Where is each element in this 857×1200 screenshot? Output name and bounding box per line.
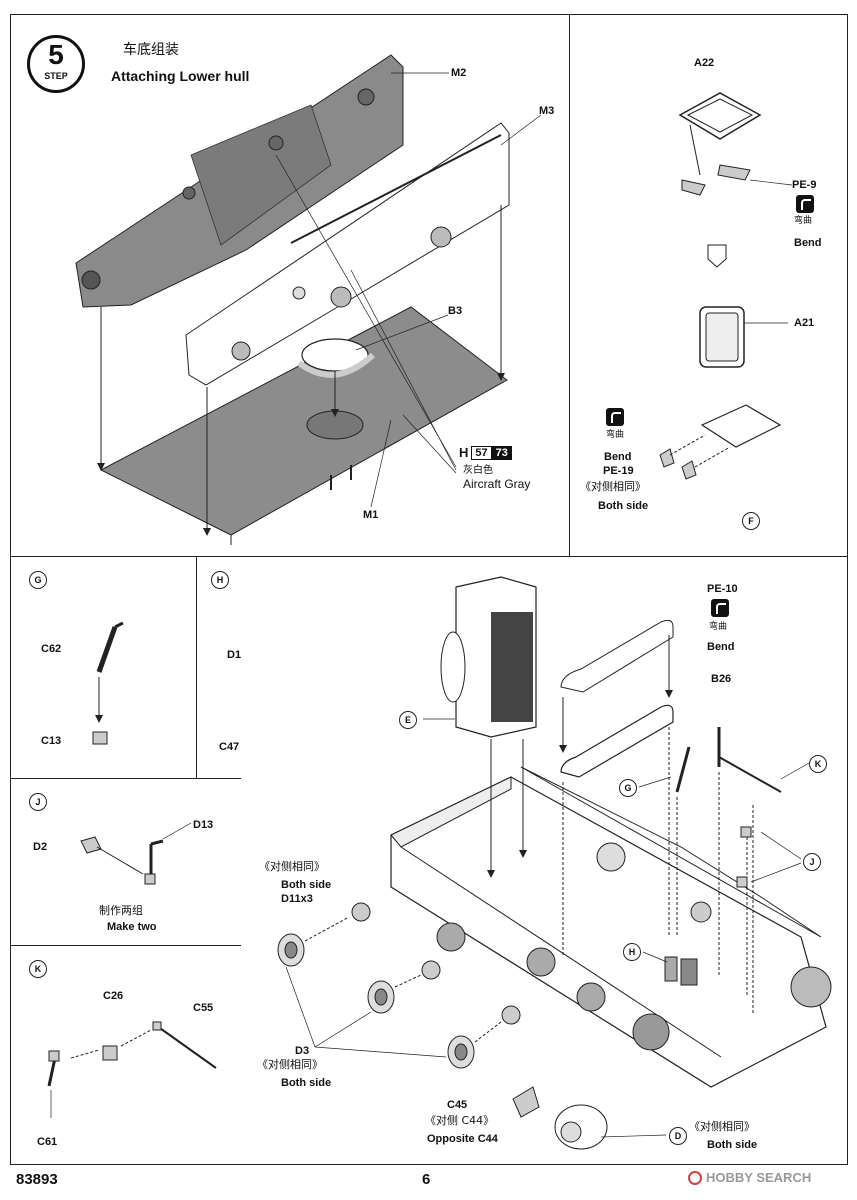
part-d2: D2 (33, 841, 48, 853)
both-side-cn-1: 《对侧相同》 (259, 860, 325, 873)
bend-icon (796, 195, 814, 213)
part-pe10: PE-10 (707, 583, 738, 595)
pe10-bend-cn: 弯曲 (709, 622, 728, 632)
marker-f: F (742, 512, 760, 530)
pe9-bend-en: Bend (794, 237, 822, 249)
part-c26: C26 (103, 990, 124, 1002)
assembly-drawing (277, 576, 832, 1150)
step-label: STEP (44, 71, 68, 81)
bend-cn: 弯曲 (606, 430, 625, 440)
color-name-cn: 灰白色 (463, 465, 493, 476)
part-c62: C62 (41, 643, 62, 655)
bend-en: Bend (604, 451, 632, 463)
color-code: H 57 73 (459, 445, 512, 460)
panel-k: K C26 C55 C61 (10, 945, 242, 1165)
page-number: 6 (422, 1171, 431, 1188)
both-side-cn: 《对侧相同》 (580, 480, 646, 493)
panel-g: G C62 C13 (10, 556, 197, 779)
color-code-1: 57 (471, 445, 492, 460)
step-title-en: Attaching Lower hull (111, 68, 250, 84)
both-side-cn-2: 《对侧相同》 (257, 1058, 323, 1071)
step-number: 5 (48, 39, 64, 70)
marker-j: J (29, 793, 47, 811)
part-c55: C55 (193, 1002, 214, 1014)
marker-g: G (619, 779, 637, 797)
color-prefix: H (459, 445, 469, 460)
part-d3: D3 (295, 1045, 310, 1057)
both-side-en: Both side (598, 500, 649, 512)
step5-panel: 5 STEP 车底组装 Attaching Lower hull M2 M3 B… (10, 14, 570, 557)
marker-e: E (399, 711, 417, 729)
part-d13: D13 (193, 819, 214, 831)
marker-h: H (623, 943, 641, 961)
panel-f: A22 PE-9 弯曲 Bend A21 弯曲 Bend PE-19 《对侧相同… (569, 14, 848, 557)
both-side-en-1: Both side (281, 879, 332, 891)
marker-d: D (669, 1127, 687, 1145)
both-side-en-2: Both side (281, 1077, 332, 1089)
watermark-logo-icon (688, 1170, 702, 1185)
opposite-c44-cn: 《对侧 C44》 (425, 1114, 495, 1127)
opposite-c44-en: Opposite C44 (427, 1133, 498, 1145)
part-c61: C61 (37, 1136, 58, 1148)
hull-drawing (75, 54, 542, 545)
part-pe19: PE-19 (603, 465, 634, 477)
part-a22: A22 (694, 57, 715, 69)
make-two-en: Make two (107, 921, 157, 933)
part-b3: B3 (448, 305, 463, 317)
bend-icon (606, 408, 624, 426)
kit-number: 83893 (16, 1171, 58, 1188)
color-code-2: 73 (491, 445, 512, 460)
both-side-en-3: Both side (707, 1139, 758, 1151)
panel-j: J D2 D13 制作两组 Make two (10, 778, 242, 946)
marker-j: J (803, 853, 821, 871)
part-c45: C45 (447, 1099, 468, 1111)
part-m3: M3 (539, 105, 555, 117)
panel-f-drawing (659, 92, 793, 480)
watermark: HOBBY SEARCH (688, 1170, 811, 1185)
watermark-text: HOBBY SEARCH (706, 1170, 812, 1185)
step-title-cn: 车底组装 (123, 42, 179, 58)
part-b26: B26 (711, 673, 732, 685)
marker-h: H (211, 571, 229, 589)
part-m1: M1 (363, 509, 379, 521)
part-pe9: PE-9 (792, 179, 817, 191)
step-badge: 5 STEP (27, 35, 85, 93)
make-two-cn: 制作两组 (99, 904, 143, 917)
both-side-cn-3: 《对侧相同》 (689, 1120, 755, 1133)
marker-k: K (29, 960, 47, 978)
color-name-en: Aircraft Gray (463, 477, 531, 491)
part-c13: C13 (41, 735, 62, 747)
part-c47: C47 (219, 741, 240, 753)
marker-k: K (809, 755, 827, 773)
panel-j-drawing (80, 822, 192, 885)
part-m2: M2 (451, 67, 467, 79)
marker-g: G (29, 571, 47, 589)
assembly-panel: PE-10 弯曲 Bend B26 E G K J H D 《对侧相同》 Bot… (241, 556, 848, 1165)
pe10-bend-en: Bend (707, 641, 735, 653)
panel-g-drawing (92, 621, 124, 745)
bend-icon (711, 599, 729, 617)
pe9-bend-cn: 弯曲 (794, 216, 813, 226)
panel-k-drawing (47, 1021, 217, 1118)
part-a21: A21 (794, 317, 815, 329)
part-d11: D11x3 (281, 893, 313, 905)
